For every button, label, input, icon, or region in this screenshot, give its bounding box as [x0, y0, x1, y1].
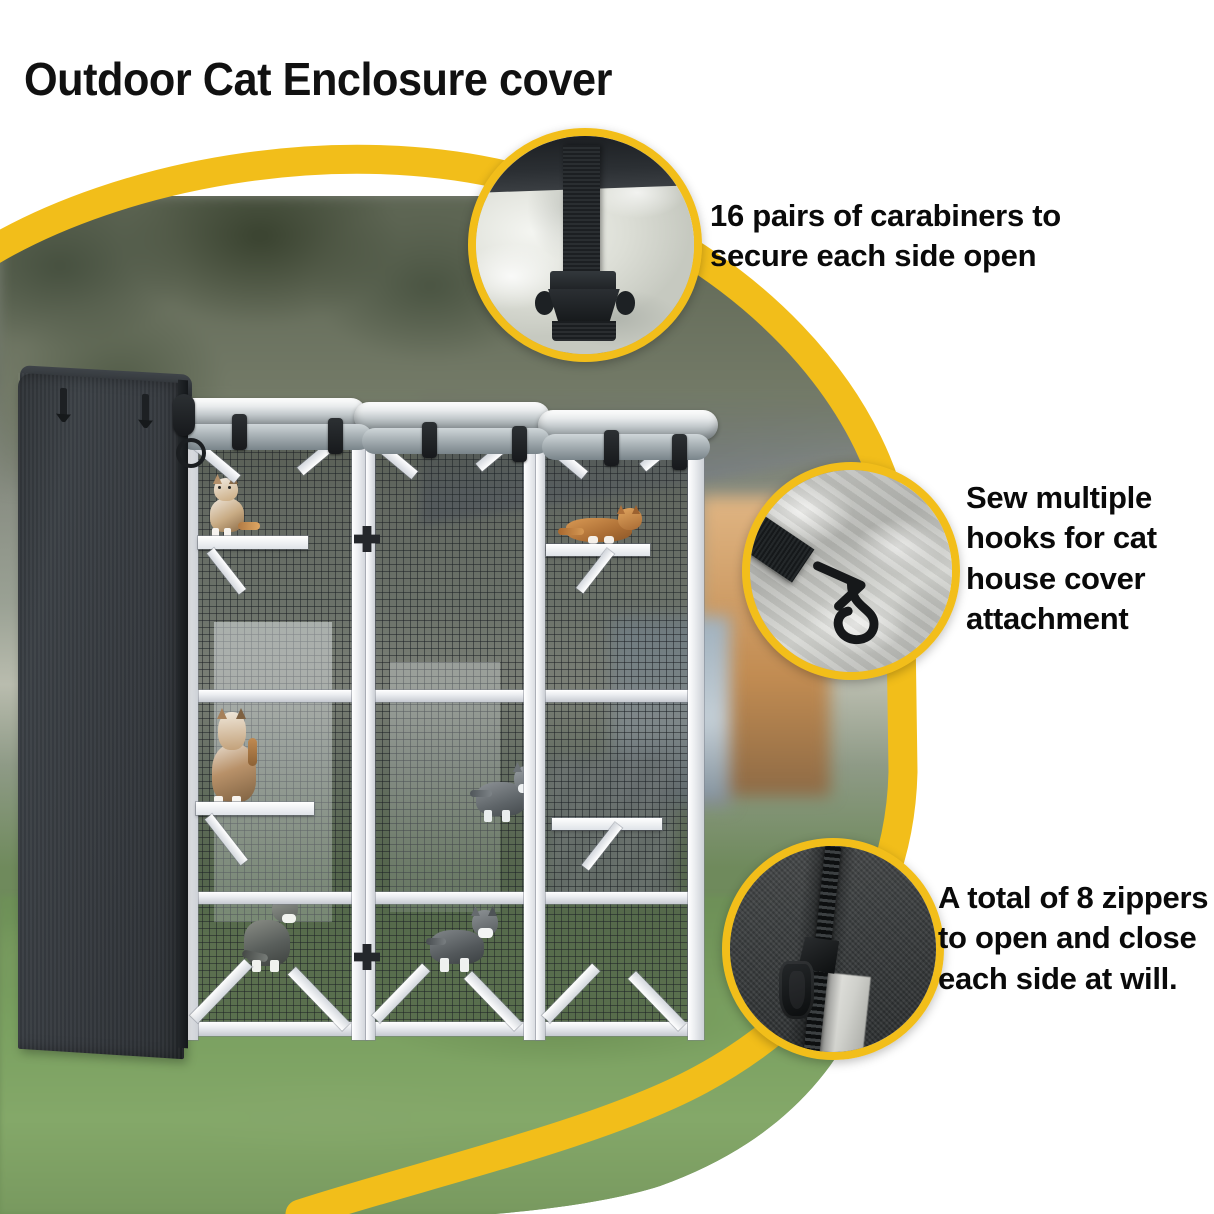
frame-beam-base — [186, 1022, 702, 1036]
cover-strap-1 — [232, 414, 247, 450]
hook-icon — [812, 561, 879, 644]
cover-roll-4 — [180, 424, 372, 450]
cat-shelf-4 — [552, 818, 662, 830]
frame-beam-mid — [186, 690, 702, 702]
cover-strap-2 — [328, 418, 343, 454]
cover-strap-4 — [512, 426, 527, 462]
cat-enclosure — [18, 372, 698, 1072]
cover-left-edge — [178, 380, 188, 1049]
badge-carabiners — [468, 128, 702, 362]
badge-zippers — [722, 838, 944, 1060]
page-title: Outdoor Cat Enclosure cover — [24, 53, 612, 105]
cat-shelf-3 — [196, 802, 314, 815]
cover-strap-5 — [604, 430, 619, 466]
cover-tab-1 — [60, 388, 67, 418]
cat-calico-upper-left — [204, 476, 260, 540]
callout-carabiners-text: 16 pairs of carabiners to secure each si… — [710, 198, 1061, 274]
cover-left-panel — [18, 373, 184, 1059]
frame-beam-lower — [186, 892, 702, 904]
product-photo — [0, 196, 905, 1214]
cat-shelf-1 — [198, 536, 308, 549]
cover-strap-3 — [422, 422, 437, 458]
cover-tab-2 — [142, 394, 149, 424]
callout-hooks-text: Sew multiple hooks for cat house cover a… — [966, 480, 1157, 636]
cover-strap-6 — [672, 434, 687, 470]
cover-d-ring — [176, 438, 206, 468]
cover-roll-end-cap — [173, 394, 195, 436]
frame-post-4 — [688, 430, 704, 1040]
callout-zippers-text: A total of 8 zippers to open and close e… — [938, 880, 1209, 996]
frame-post-3b — [536, 430, 545, 1040]
cat-shelf-2 — [546, 544, 650, 556]
badge-hooks — [742, 462, 960, 680]
